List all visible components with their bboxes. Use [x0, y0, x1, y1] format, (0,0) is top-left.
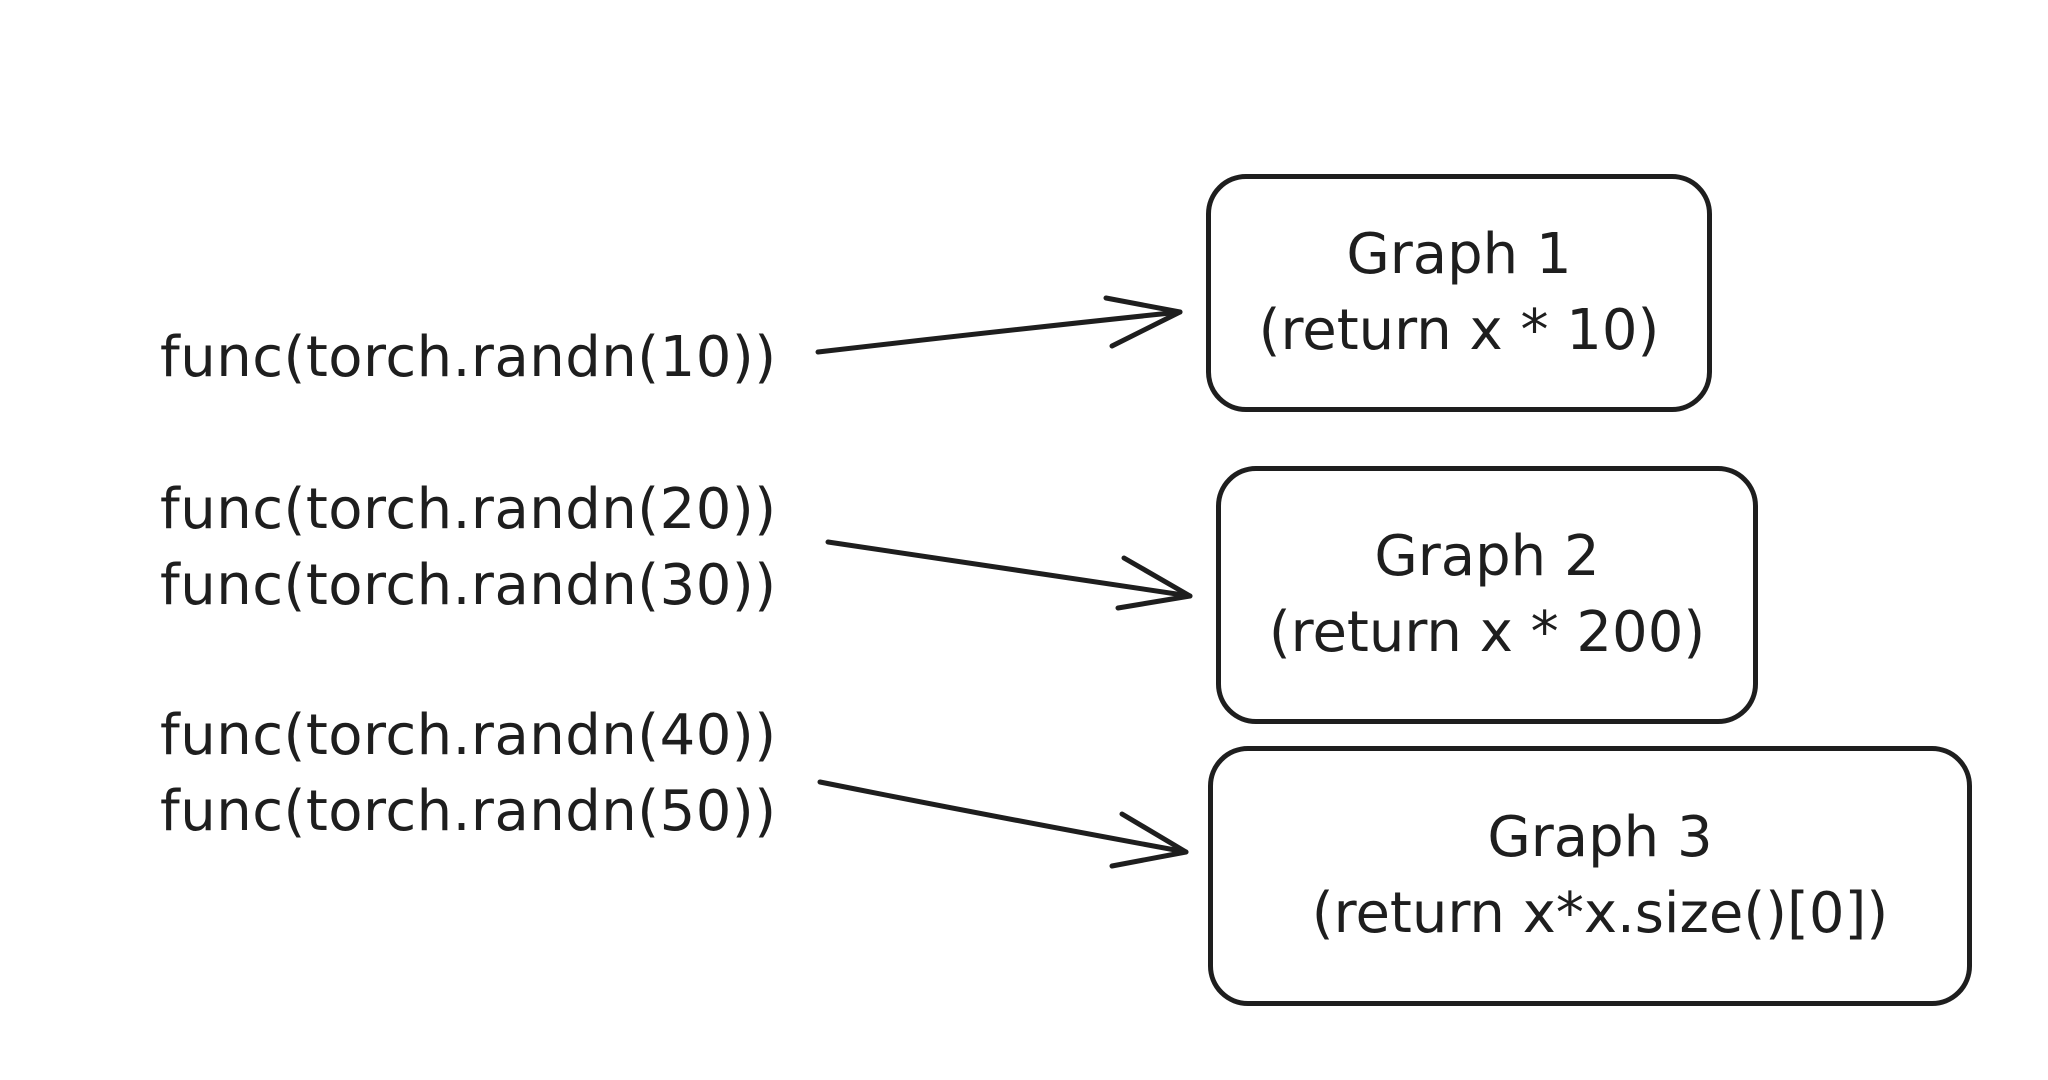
graph-title: Graph 3 [1487, 805, 1713, 870]
graph-body: (return x * 200) [1268, 600, 1706, 665]
graph-box-3: Graph 3 (return x*x.size()[0]) [1208, 746, 1972, 1006]
call-group-1: func(torch.randn(10)) [160, 320, 777, 396]
graph-body: (return x * 10) [1258, 298, 1660, 363]
graph-title: Graph 2 [1374, 524, 1600, 589]
call-line: func(torch.randn(30)) [160, 553, 777, 618]
graph-box-1: Graph 1 (return x * 10) [1206, 174, 1712, 412]
call-line: func(torch.randn(10)) [160, 325, 777, 390]
arrow-3 [817, 779, 1189, 869]
call-line: func(torch.randn(50)) [160, 779, 777, 844]
call-group-2: func(torch.randn(20)) func(torch.randn(3… [160, 472, 777, 624]
graph-title: Graph 1 [1346, 222, 1572, 287]
arrow-1 [815, 295, 1183, 355]
call-group-3: func(torch.randn(40)) func(torch.randn(5… [160, 698, 777, 850]
call-line: func(torch.randn(40)) [160, 703, 777, 768]
arrow-2 [825, 539, 1193, 611]
call-line: func(torch.randn(20)) [160, 477, 777, 542]
graph-box-2: Graph 2 (return x * 200) [1216, 466, 1758, 724]
graph-body: (return x*x.size()[0]) [1311, 881, 1889, 946]
